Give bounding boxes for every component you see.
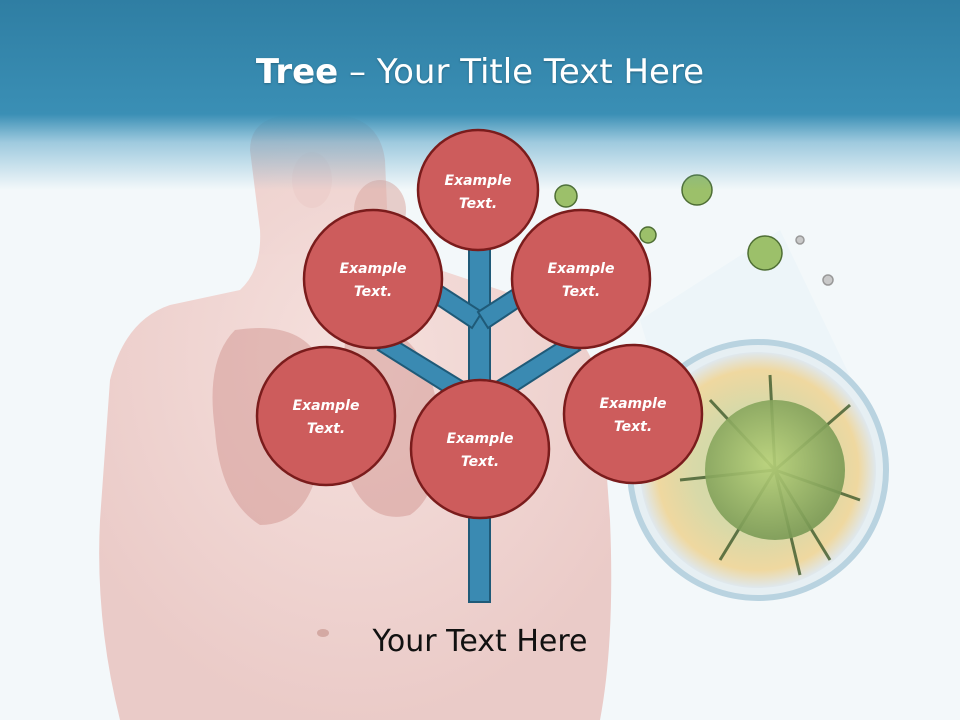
node-label-line1: Example <box>340 261 407 277</box>
node-label-line1: Example <box>548 261 615 277</box>
navel-mark <box>317 629 329 637</box>
node-label-line1: Example <box>293 398 360 414</box>
slide-title[interactable]: Tree – Your Title Text Here <box>0 52 960 92</box>
tree-node-circle[interactable] <box>416 128 540 252</box>
caption-text[interactable]: Your Text Here <box>372 624 588 659</box>
tree-node[interactable]: Example Text. <box>302 208 444 350</box>
node-label-line1: Example <box>445 173 512 189</box>
node-label-line2: Text. <box>354 284 392 300</box>
tree-node-circle[interactable] <box>562 343 704 485</box>
node-label-line2: Text. <box>307 421 345 437</box>
tree-node[interactable]: Example Text. <box>416 128 540 252</box>
node-label-line1: Example <box>600 396 667 412</box>
tree-node[interactable]: Example Text. <box>409 378 551 520</box>
node-label-line2: Text. <box>461 454 499 470</box>
tree-node-circle[interactable] <box>302 208 444 350</box>
tree-node-circle[interactable] <box>409 378 551 520</box>
node-label-line2: Text. <box>562 284 600 300</box>
floating-viruses <box>554 174 834 286</box>
node-label-line1: Example <box>447 431 514 447</box>
title-rest: – Your Title Text Here <box>338 52 705 92</box>
tree-node[interactable]: Example Text. <box>510 208 652 350</box>
node-label-line2: Text. <box>459 196 497 212</box>
node-label-line2: Text. <box>614 419 652 435</box>
tree-node-circle[interactable] <box>510 208 652 350</box>
title-bold: Tree <box>255 52 339 92</box>
tree-node-circle[interactable] <box>255 345 397 487</box>
tree-node[interactable]: Example Text. <box>562 343 704 485</box>
tree-node[interactable]: Example Text. <box>255 345 397 487</box>
